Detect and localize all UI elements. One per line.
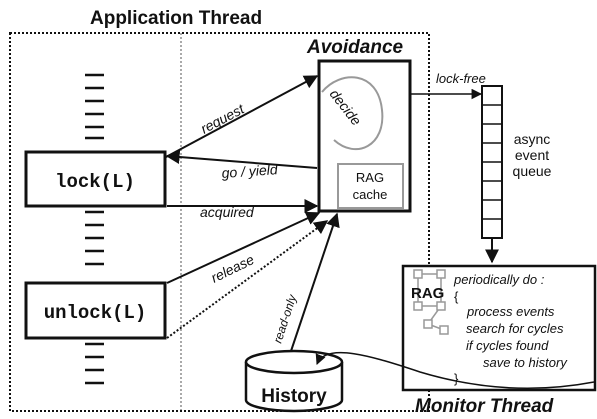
rag-graph-icon <box>413 269 449 335</box>
go-yield-arrow <box>165 150 318 169</box>
queue-label-line2: event <box>515 147 549 163</box>
async-event-queue <box>481 85 503 239</box>
monitor-step-1: process events <box>466 304 555 319</box>
release-label: release <box>208 251 256 286</box>
monitor-step-4: save to history <box>483 355 568 370</box>
close-brace: } <box>454 371 459 386</box>
periodic-label: periodically do : <box>453 272 545 287</box>
lock-label: lock(L) <box>55 171 135 193</box>
save-to-history-arrow <box>315 351 595 389</box>
thread-timeline <box>85 73 104 385</box>
acquired-label: acquired <box>200 204 255 220</box>
queue-label-line1: async <box>514 131 551 147</box>
monitor-thread-box <box>401 264 597 392</box>
application-thread-region <box>9 32 430 412</box>
release-arrow <box>166 211 321 284</box>
unlock-label: unlock(L) <box>44 302 147 324</box>
unlock-dotted-link <box>166 220 329 339</box>
go-yield-label: go / yield <box>221 161 279 181</box>
monitor-step-2: search for cycles <box>466 321 564 336</box>
request-arrow <box>165 75 319 158</box>
open-brace: { <box>454 289 459 304</box>
avoidance-title: Avoidance <box>306 37 404 58</box>
read-only-arrow <box>286 212 340 364</box>
monitor-thread-title: Monitor Thread <box>415 396 554 417</box>
monitor-rag-label: RAG <box>411 285 444 302</box>
lock-box <box>24 150 167 208</box>
decide-loop <box>321 76 384 151</box>
monitor-step-3: if cycles found <box>466 338 549 353</box>
unlock-box <box>24 281 167 340</box>
rag-cache-label-line2: cache <box>353 187 388 202</box>
history-label: History <box>261 386 327 407</box>
queue-label-line3: queue <box>513 163 552 179</box>
request-label: request <box>198 100 248 137</box>
rag-cache-label-line1: RAG <box>356 170 384 185</box>
application-thread-title: Application Thread <box>90 8 262 29</box>
rag-cache-box <box>337 163 404 209</box>
lock-free-label: lock-free <box>436 71 486 86</box>
